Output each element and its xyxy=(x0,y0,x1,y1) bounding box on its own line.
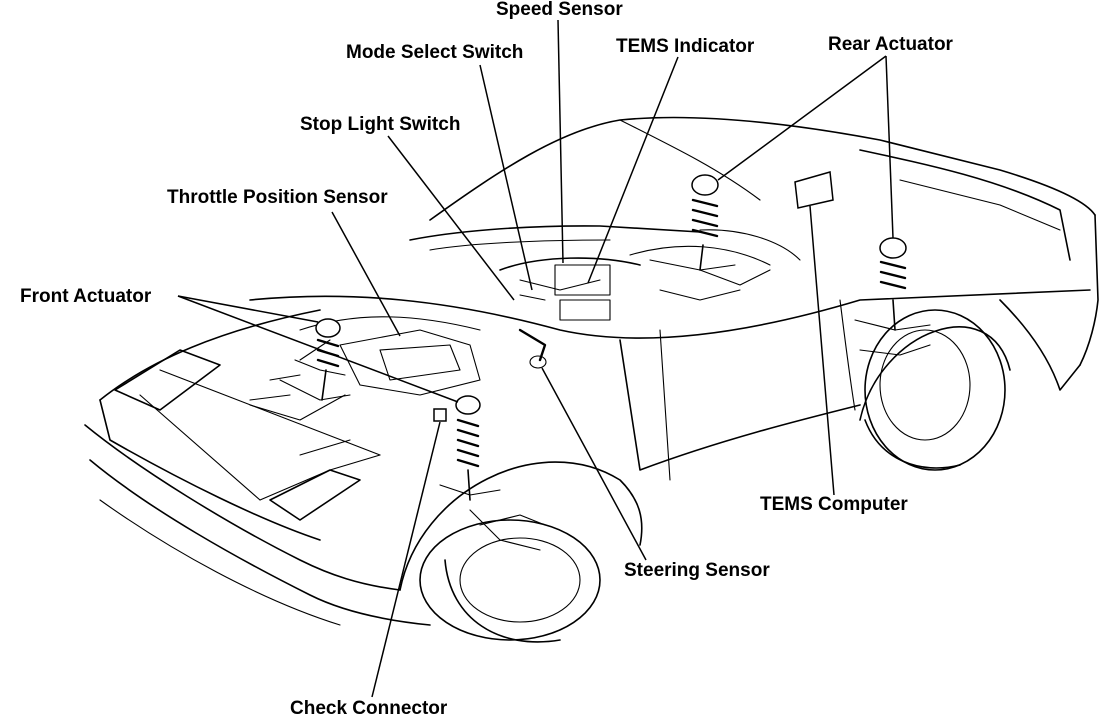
label-stop-light-switch: Stop Light Switch xyxy=(300,114,460,135)
leader-lines xyxy=(177,19,894,698)
label-mode-select-switch: Mode Select Switch xyxy=(346,42,523,63)
rear-left-strut xyxy=(649,174,771,301)
label-tems-computer: TEMS Computer xyxy=(760,494,908,515)
label-front-actuator: Front Actuator xyxy=(20,286,152,307)
rear-right-strut xyxy=(854,237,931,356)
front-right-strut xyxy=(439,395,546,551)
label-steering-sensor: Steering Sensor xyxy=(624,560,770,581)
car-body xyxy=(84,116,1099,643)
label-throttle-position-sensor: Throttle Position Sensor xyxy=(167,187,388,208)
label-speed-sensor: Speed Sensor xyxy=(496,0,623,20)
label-tems-indicator: TEMS Indicator xyxy=(616,36,755,57)
check-connector-box xyxy=(433,408,447,422)
label-check-connector: Check Connector xyxy=(290,698,448,718)
front-left-strut xyxy=(249,318,346,421)
label-rear-actuator: Rear Actuator xyxy=(828,34,954,55)
